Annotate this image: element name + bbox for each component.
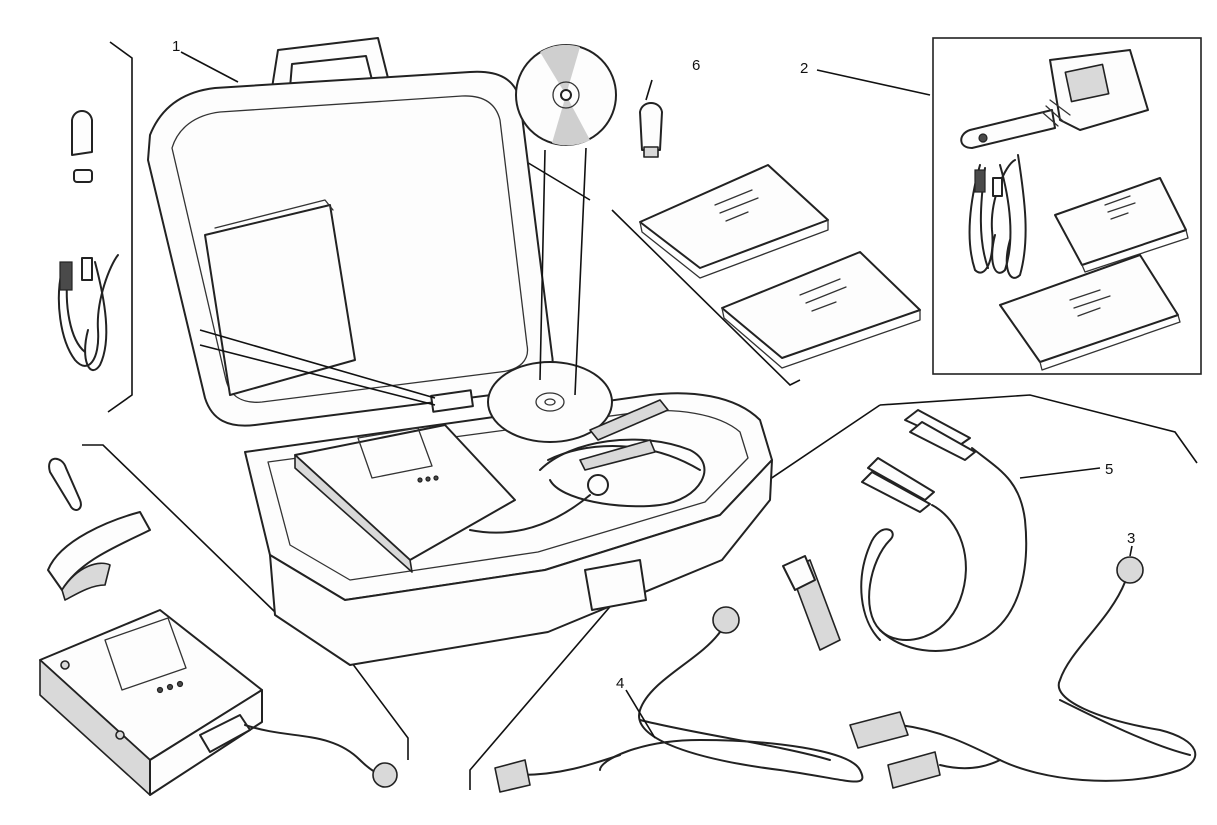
cable-icon	[494, 606, 864, 793]
case-icon	[147, 37, 773, 666]
handheld-kit-frame	[932, 37, 1202, 375]
callout-6: 6	[692, 57, 700, 74]
callout-2: 2	[800, 60, 808, 77]
leader-lines	[180, 51, 1133, 739]
callout-4: 4	[616, 675, 624, 692]
cable-icon	[849, 556, 1197, 789]
clamp-cable-icon	[782, 409, 1028, 652]
cd-icon	[515, 44, 617, 396]
strap-icon	[47, 511, 151, 601]
diagnostic-unit-icon	[39, 609, 398, 796]
manual-icon	[1054, 177, 1189, 273]
manual-icon	[721, 251, 921, 369]
usb-cable-icon	[968, 154, 1027, 279]
callout-labels: 1 2 3 4 5 6	[172, 38, 1135, 692]
manual-icon	[639, 164, 829, 279]
manual-icon	[999, 254, 1181, 371]
callout-5: 5	[1105, 461, 1113, 478]
usb-stick-icon	[639, 79, 663, 158]
usb-stick-icon	[71, 110, 93, 183]
usb-cable-icon	[57, 254, 119, 372]
callout-1: 1	[172, 38, 180, 55]
callout-3: 3	[1127, 530, 1135, 547]
handheld-device-icon	[960, 49, 1149, 149]
carabiner-icon	[48, 457, 82, 511]
